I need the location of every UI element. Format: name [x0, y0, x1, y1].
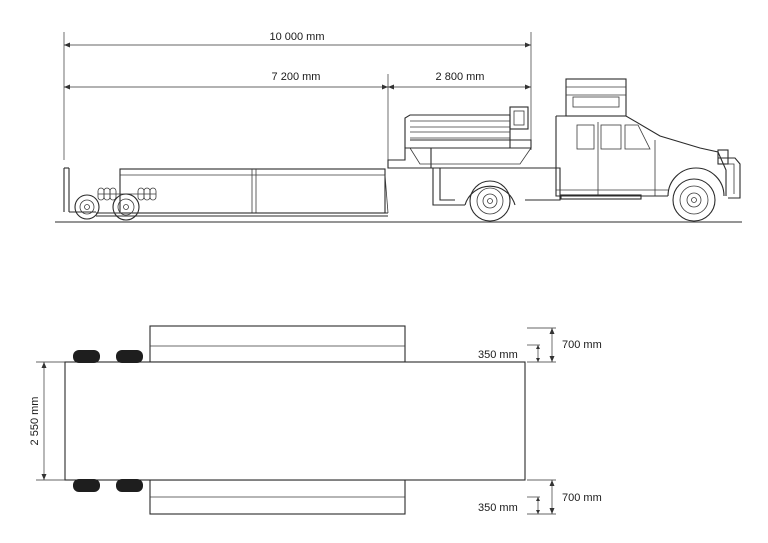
- truck-cab: [555, 115, 727, 200]
- dimension-neck-label: 2 800 mm: [436, 71, 485, 83]
- trailer-deck: [96, 168, 389, 217]
- dimension-total-label: 10 000 mm: [269, 31, 324, 43]
- dimension-platform: 7 200 mm: [64, 71, 389, 160]
- dimension-total: 10 000 mm: [63, 31, 532, 160]
- dimension-extension-top: 700 mm 350 mm: [478, 327, 602, 363]
- tyre-bottom-right: [116, 479, 143, 492]
- truck-wheel-rear: [469, 180, 511, 222]
- dimension-width: 2 550 mm: [29, 361, 65, 481]
- tyre-top-right: [116, 350, 143, 363]
- trailer-deck-plan: [64, 361, 526, 481]
- dimension-step-top-label: 350 mm: [478, 349, 518, 361]
- dimension-extension-bottom: 700 mm 350 mm: [478, 479, 602, 515]
- tyre-top-left: [73, 350, 100, 363]
- trailer-wheel-front: [74, 194, 100, 220]
- side-view: 10 000 mm 7 200 mm 2 800 mm: [55, 31, 742, 223]
- gooseneck: [387, 106, 532, 201]
- dimension-width-label: 2 550 mm: [29, 397, 41, 446]
- trailer-wheel-rear: [112, 193, 140, 221]
- dimension-platform-label: 7 200 mm: [272, 71, 321, 83]
- dimension-neck: 2 800 mm: [388, 71, 531, 90]
- dimension-extension-bottom-label: 700 mm: [562, 492, 602, 504]
- top-view: 2 550 mm 700 mm 350 mm 7: [29, 325, 602, 515]
- roof-rack: [565, 78, 627, 117]
- dimension-step-bottom-label: 350 mm: [478, 502, 518, 514]
- top-extension-panel: [149, 325, 406, 363]
- tyre-bottom-left: [73, 479, 100, 492]
- truck-rear-body: [432, 167, 561, 206]
- bull-bar: [717, 149, 741, 199]
- truck-wheel-front: [672, 178, 716, 222]
- dimension-extension-top-label: 700 mm: [562, 339, 602, 351]
